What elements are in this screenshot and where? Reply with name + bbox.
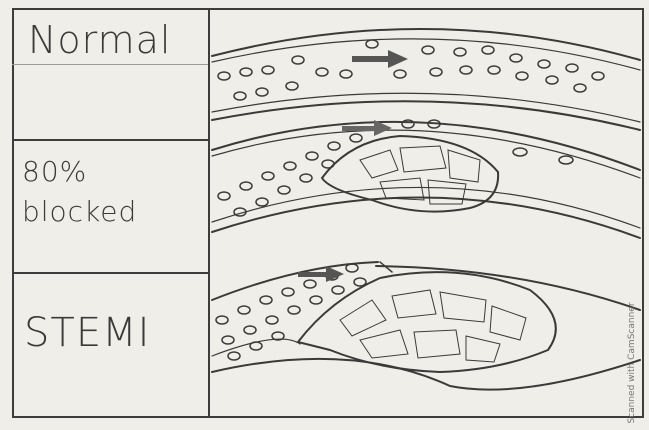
stemi-artery <box>212 262 640 390</box>
normal-artery-inner-wall-bottom <box>212 93 640 122</box>
normal-flow-arrow <box>352 50 408 68</box>
normal-artery-outer-wall-bottom <box>212 101 640 130</box>
normal-artery <box>212 29 640 130</box>
blocked-artery-outer-wall-top <box>212 122 640 170</box>
blocked-artery <box>212 122 640 238</box>
stemi-artery-outer-wall-bottom <box>212 359 640 390</box>
plaque-80-cells <box>360 146 480 204</box>
watermark-text: Scanned with CamScanner <box>627 302 637 423</box>
blocked-artery-inner-wall-bottom <box>212 187 640 228</box>
scanner-watermark: Scanned with CamScanner <box>623 300 641 425</box>
stemi-blood-cells <box>216 264 366 360</box>
stemi-plaque-cells <box>340 290 526 362</box>
stemi-artery-outer-wall-top-left <box>212 262 378 300</box>
